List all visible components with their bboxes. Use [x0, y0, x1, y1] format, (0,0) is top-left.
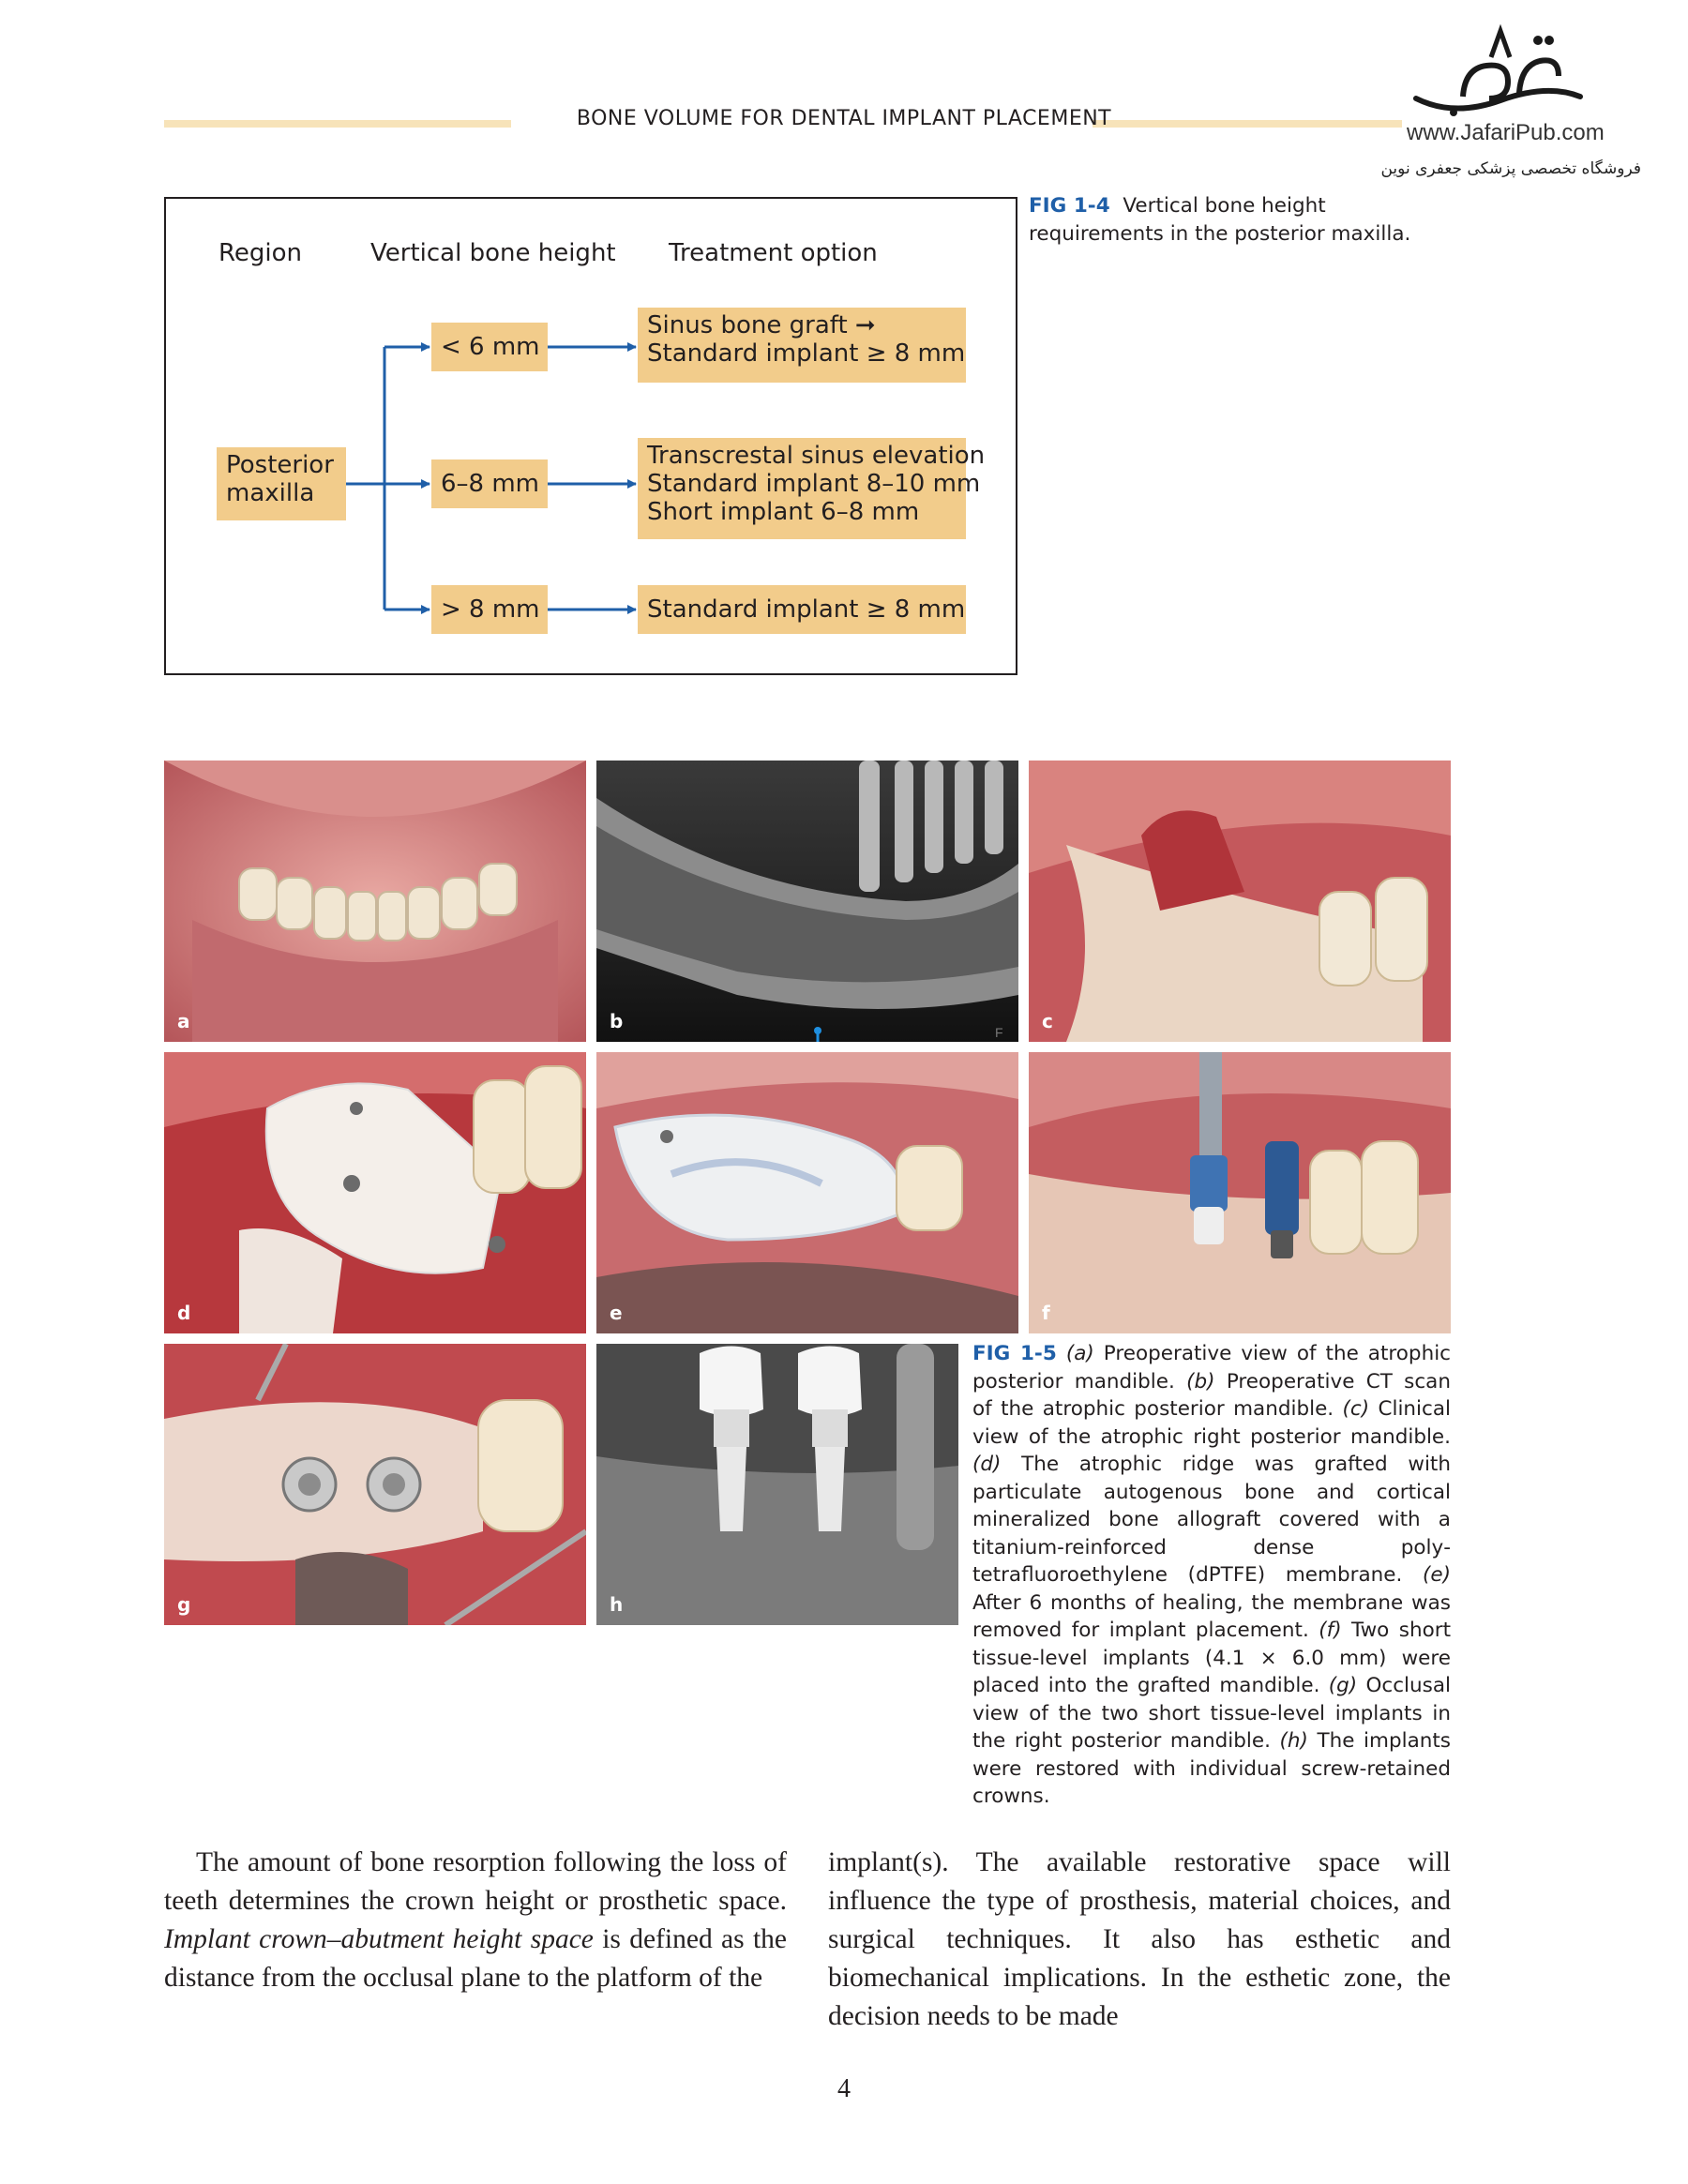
photo-e-image — [596, 1052, 1018, 1333]
caption-segment: Preoperative CT scan of the atrophic pos… — [972, 1369, 1451, 1422]
page-number: 4 — [837, 2074, 851, 2103]
photo-a-image — [164, 761, 586, 1042]
photo-f-implants-placed: f — [1029, 1052, 1451, 1333]
photo-g-occlusal-view: g — [164, 1344, 586, 1625]
flow-arrows — [346, 342, 637, 614]
photo-d-grafted-ridge-membrane: d — [164, 1052, 586, 1333]
height-label: 6–8 mm — [441, 470, 540, 498]
height-label: < 6 mm — [441, 333, 540, 361]
region-line: maxilla — [226, 479, 315, 507]
height-box-less-6mm: < 6 mm — [431, 323, 548, 371]
caption-panel-ref: (a) — [1065, 1342, 1094, 1365]
caption-segment: Two short tissue-level implants (4.1 × 6… — [972, 1619, 1452, 1697]
caption-segment: After 6 months of healing, the membrane … — [972, 1590, 1451, 1643]
photo-g-image — [164, 1344, 586, 1625]
treatment-line: Standard implant ≥ 8 mm — [647, 339, 966, 368]
publisher-persian-name: فروشگاه تخصصی پزشکی جعفری نوین — [1380, 159, 1641, 178]
caption-text: Vertical bone height requirements in the… — [1029, 194, 1411, 246]
publisher-url: www.JafariPub.com — [1407, 120, 1605, 145]
photo-e-membrane-removed: e — [596, 1052, 1018, 1333]
publisher-logo — [1413, 23, 1583, 116]
body-text-left-column: The amount of bone resorption following … — [164, 1844, 787, 1997]
caption-panel-ref: (h) — [1279, 1729, 1308, 1753]
panel-letter-e: e — [610, 1302, 623, 1324]
treatment-line: Standard implant ≥ 8 mm — [647, 595, 966, 624]
panel-letter-b: b — [610, 1010, 624, 1032]
photo-c-image — [1029, 761, 1451, 1042]
panel-letter-g: g — [177, 1593, 191, 1616]
caption-segment: Preoperative view of the atrophic poster… — [972, 1342, 1452, 1393]
caption-segment: The implants were restored with individu… — [972, 1729, 1451, 1808]
panel-letter-d: d — [177, 1302, 191, 1324]
photo-a-preoperative-mandible: a — [164, 761, 586, 1042]
fig-1-4-frame — [164, 197, 1017, 675]
body-text-right-column: implant(s). The available restorative sp… — [828, 1847, 1451, 2031]
running-title: BONE VOLUME FOR DENTAL IMPLANT PLACEMENT — [576, 107, 1112, 130]
caption-tag: FIG 1-4 — [1029, 194, 1110, 218]
ct-marker-letter: F — [995, 1025, 1003, 1040]
photo-b-ct-scan: F b — [596, 761, 1018, 1042]
caption-segment: The atrophic ridge was grafted with part… — [972, 1453, 1451, 1587]
caption-tag: FIG 1-5 — [972, 1342, 1057, 1365]
height-box-6-8mm: 6–8 mm — [431, 459, 548, 508]
photo-f-image — [1029, 1052, 1451, 1333]
caption-body: (a) Preoperative view of the atrophic po… — [972, 1342, 1451, 1808]
body-segment: is defined as the distance from the occl… — [164, 1924, 787, 1993]
photo-d-image — [164, 1052, 586, 1333]
photo-c-clinical-view: c — [1029, 761, 1451, 1042]
caption-panel-ref: (b) — [1186, 1369, 1215, 1393]
panel-letter-h: h — [610, 1593, 624, 1616]
panel-letter-a: a — [177, 1010, 190, 1032]
caption-panel-ref: (f) — [1319, 1619, 1342, 1642]
column-header-region: Region — [219, 239, 303, 267]
caption-panel-ref: (g) — [1328, 1674, 1358, 1697]
treatment-box-transcrestal: Transcrestal sinus elevation Standard im… — [638, 438, 986, 539]
column-header-vertical-bone-height: Vertical bone height — [370, 239, 616, 267]
fig-1-4-caption: FIG 1-4 Vertical bone height requirement… — [1029, 192, 1460, 249]
panel-letter-f: f — [1042, 1302, 1050, 1324]
treatment-box-standard-implant: Standard implant ≥ 8 mm — [638, 585, 966, 634]
treatment-box-sinus-graft: Sinus bone graft ➞ Standard implant ≥ 8 … — [638, 308, 966, 383]
treatment-line: Sinus bone graft ➞ — [647, 311, 876, 339]
height-box-greater-8mm: > 8 mm — [431, 585, 548, 634]
panel-letter-c: c — [1042, 1010, 1053, 1032]
column-header-treatment-option: Treatment option — [669, 239, 878, 267]
photo-b-image: F — [596, 761, 1018, 1042]
header-rule-right — [1093, 120, 1402, 128]
header-rule-left — [164, 120, 511, 128]
caption-segment: Occlusal view of the two short tissue-le… — [972, 1674, 1451, 1753]
height-label: > 8 mm — [441, 595, 540, 624]
body-segment: The amount of bone resorption following … — [164, 1847, 787, 1916]
caption-panel-ref: (e) — [1422, 1563, 1451, 1587]
photo-h-radiograph-crowns: h — [596, 1344, 958, 1625]
defined-term: Implant crown–abutment height space — [164, 1924, 594, 1954]
treatment-line: Transcrestal sinus elevation — [647, 442, 986, 470]
region-line: Posterior — [226, 451, 334, 479]
treatment-line: Short implant 6–8 mm — [647, 498, 920, 526]
caption-segment: Clinical view of the atrophic right post… — [972, 1397, 1451, 1449]
photo-h-image — [596, 1344, 958, 1625]
caption-panel-ref: (c) — [1342, 1397, 1370, 1421]
treatment-line: Standard implant 8–10 mm — [647, 470, 981, 498]
fig-1-5-caption: FIG 1-5 (a) Preoperative view of the atr… — [972, 1340, 1451, 1811]
caption-panel-ref: (d) — [972, 1453, 1002, 1476]
region-box-posterior-maxilla: Posterior maxilla — [217, 447, 346, 520]
